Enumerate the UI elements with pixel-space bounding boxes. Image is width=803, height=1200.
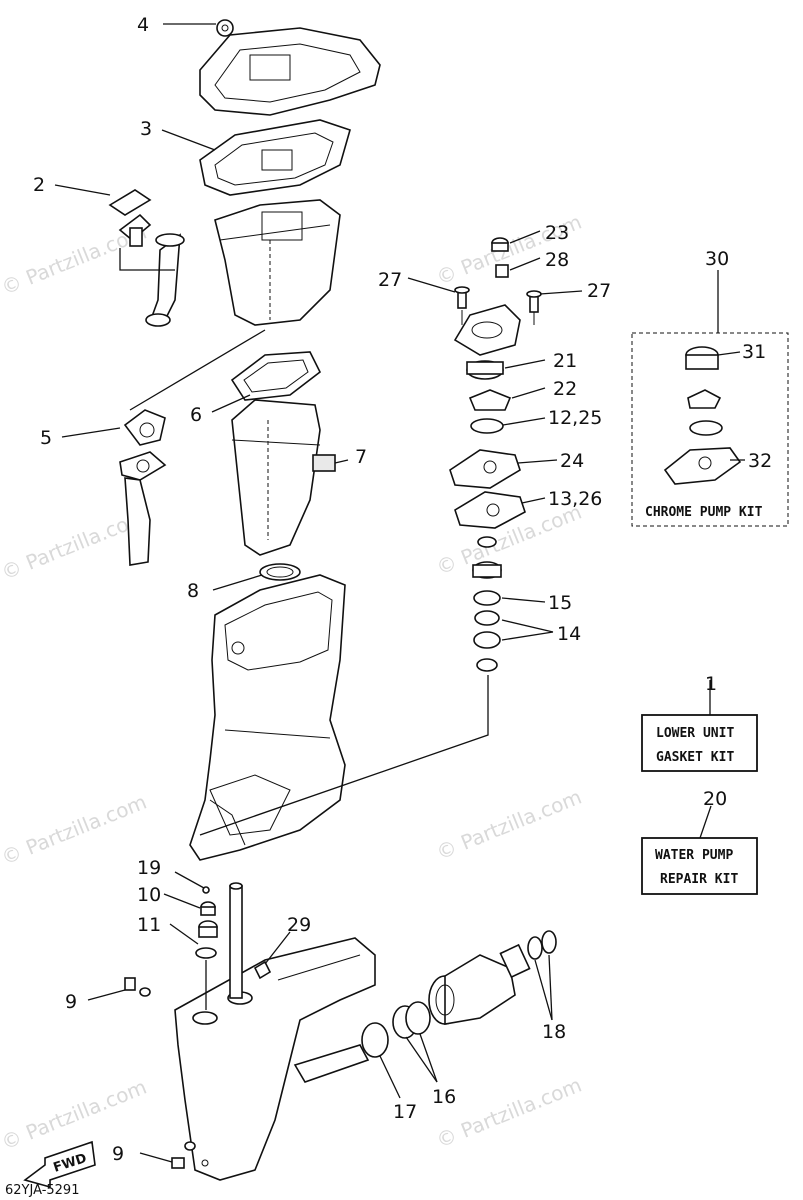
water-pump-kit-line1: WATER PUMP: [655, 848, 733, 863]
callout-numbers: 4 3 2 5 6 7 8 23 28 27 27 21 22 12,25 24…: [33, 14, 772, 1165]
callout-9-upper: 9: [65, 991, 77, 1013]
small-parts-19-10-11: [195, 886, 218, 1010]
lower-unit-kit-line2: GASKET KIT: [656, 750, 734, 765]
gearcase: [174, 937, 376, 1181]
callout-4: 4: [137, 14, 149, 36]
watermark: © Partzilla.com: [433, 1073, 585, 1153]
watermark: © Partzilla.com: [0, 1075, 150, 1155]
callout-14: 14: [557, 623, 581, 645]
upper-cover-plate: [199, 19, 381, 116]
fwd-arrow: FWD: [23, 1140, 96, 1189]
callout-29: 29: [287, 914, 311, 936]
chrome-pump-kit-label: CHROME PUMP KIT: [645, 505, 763, 520]
callout-24: 24: [560, 450, 584, 472]
bolt-9-upper: [124, 977, 151, 997]
leader-lines: [54, 23, 745, 1163]
callout-12-25: 12,25: [548, 407, 602, 429]
callout-19: 19: [137, 857, 161, 879]
watermark: © Partzilla.com: [433, 785, 585, 865]
callout-16: 16: [432, 1086, 456, 1108]
bolt-9-lower: [171, 1141, 196, 1169]
callout-18: 18: [542, 1021, 566, 1043]
callout-3: 3: [140, 118, 152, 140]
lower-casing: [189, 574, 346, 861]
callout-28: 28: [545, 249, 569, 271]
callout-7: 7: [355, 446, 367, 468]
callout-30: 30: [705, 248, 729, 270]
callout-13-26: 13,26: [548, 488, 602, 510]
callout-15: 15: [548, 592, 572, 614]
water-pump-assembly: [449, 237, 542, 672]
part-5-assembly: [119, 409, 167, 566]
lower-unit-gasket-kit-box: LOWER UNIT GASKET KIT: [641, 714, 758, 772]
callout-20: 20: [703, 788, 727, 810]
lower-unit-kit-line1: LOWER UNIT: [656, 726, 734, 741]
callout-10: 10: [137, 884, 161, 906]
callout-2: 2: [33, 174, 45, 196]
oil-pan-7: [231, 399, 336, 556]
callout-23: 23: [545, 222, 569, 244]
callout-32: 32: [748, 450, 772, 472]
callout-27-left: 27: [378, 269, 402, 291]
callout-21: 21: [553, 350, 577, 372]
callout-9-lower: 9: [112, 1143, 124, 1165]
gasket-6: [230, 351, 322, 401]
upper-casing: [214, 199, 341, 326]
water-pump-repair-kit-box: WATER PUMP REPAIR KIT: [641, 837, 758, 895]
diagram-code: 62YJA-5291: [5, 1183, 79, 1198]
callout-11: 11: [137, 914, 161, 936]
callout-6: 6: [190, 404, 202, 426]
callout-17: 17: [393, 1101, 417, 1123]
plug-29: [253, 960, 272, 980]
callout-1: 1: [705, 673, 717, 695]
part-2-assembly: [108, 189, 185, 327]
prop-shaft-housing: [361, 930, 557, 1058]
callout-22: 22: [553, 378, 577, 400]
seal-8: [259, 563, 301, 581]
callout-8: 8: [187, 580, 199, 602]
callout-5: 5: [40, 427, 52, 449]
gasket-3: [199, 119, 351, 196]
callout-31: 31: [742, 341, 766, 363]
water-pump-kit-line2: REPAIR KIT: [660, 872, 738, 887]
watermark: © Partzilla.com: [0, 790, 150, 870]
callout-27-right: 27: [587, 280, 611, 302]
drive-shaft: [229, 882, 243, 999]
chrome-pump-kit-box: CHROME PUMP KIT: [631, 332, 789, 527]
